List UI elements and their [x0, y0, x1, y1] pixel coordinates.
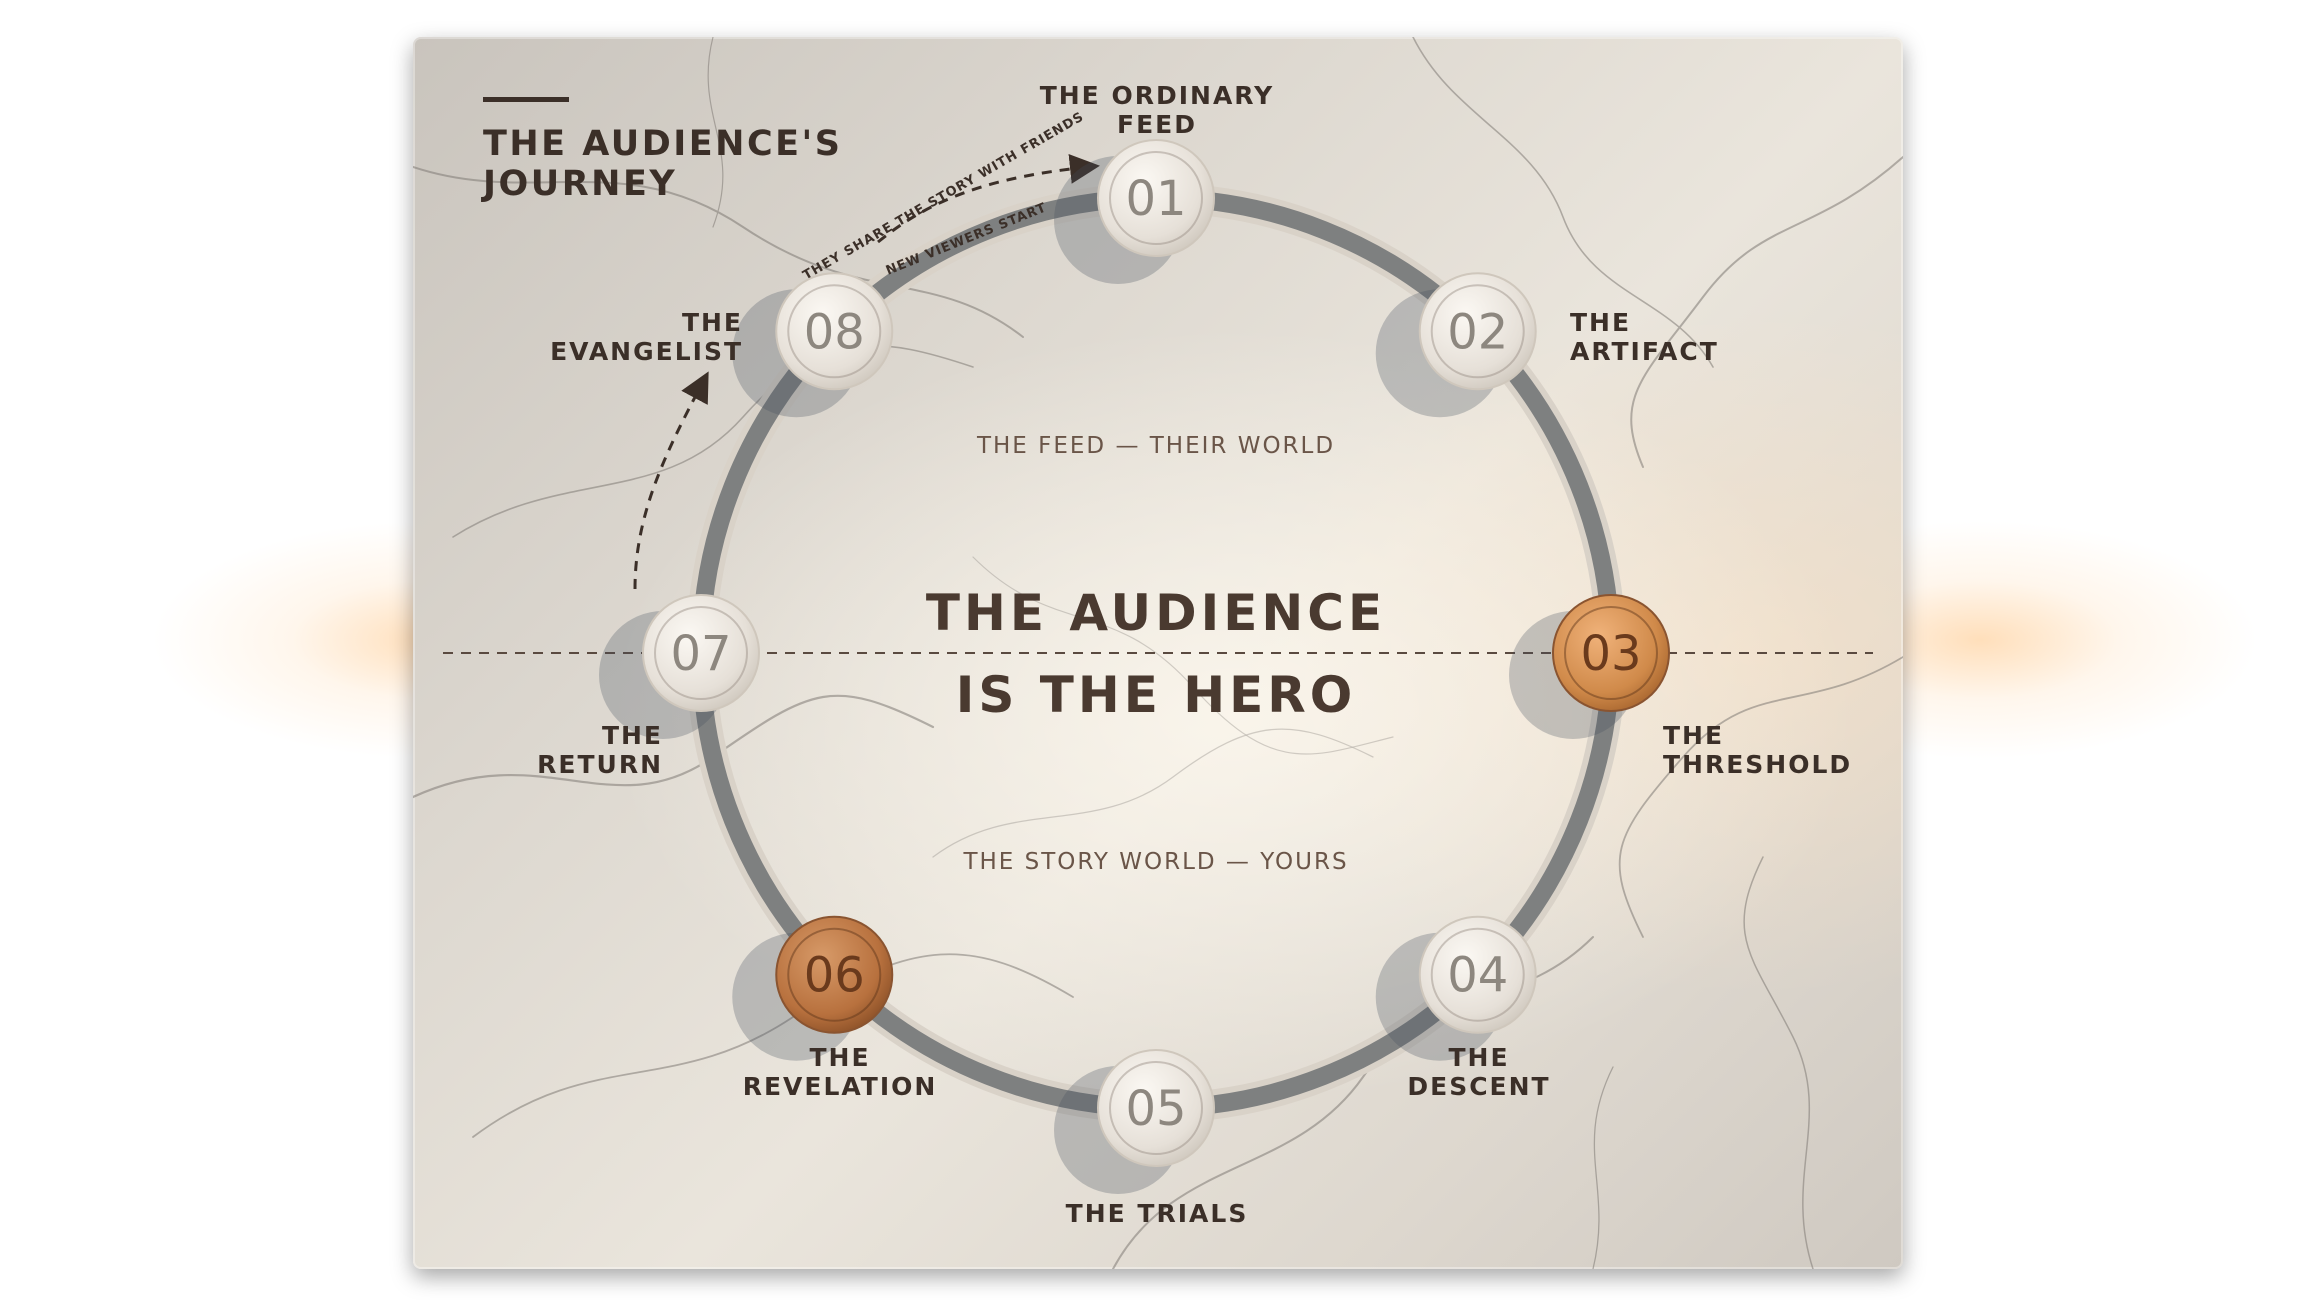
title-line-2: JOURNEY	[483, 164, 678, 205]
center-title-line-2: IS THE HERO	[955, 666, 1357, 724]
stage-disc-face	[642, 594, 760, 712]
title-accent-bar	[483, 97, 569, 102]
stage-disc-face	[1418, 915, 1537, 1034]
stage-number-08: 08	[804, 304, 865, 360]
stage-disc-face	[1418, 272, 1537, 391]
stage-disc-face	[775, 272, 894, 391]
stage-number-03: 03	[1580, 626, 1641, 682]
stage-disc-02: 02	[1375, 272, 1537, 418]
stage-disc-03: 03	[1509, 594, 1670, 739]
diagram-canvas: THEY SHARE THE STORY WITH FRIENDS NEW VI…	[413, 37, 1903, 1269]
stage-disc-05: 05	[1054, 1049, 1215, 1194]
loop-arrow	[877, 153, 1100, 244]
stage-disc-06: 06	[732, 915, 894, 1061]
stage-disc-08: 08	[732, 272, 894, 418]
stage-number-06: 06	[804, 948, 865, 1004]
stage-label-05: THE TRIALS	[1065, 1199, 1249, 1228]
stage-number-05: 05	[1125, 1081, 1186, 1137]
title-line-1: THE AUDIENCE'S	[483, 124, 843, 164]
stage-number-04: 04	[1447, 948, 1508, 1004]
stage-disc-inner-ring	[654, 606, 748, 700]
stage-disc-inner-ring	[1430, 284, 1525, 379]
return-arrow	[633, 371, 709, 590]
stage-disc-01: 01	[1054, 139, 1215, 284]
stage-disc-inner-ring	[1109, 1061, 1203, 1155]
marble-veins	[413, 37, 1903, 1269]
stage-disc-inner-ring	[787, 284, 882, 379]
stage-discs: 01 02 03 04 05 06 07 08	[599, 139, 1670, 1194]
stage-disc-inner-ring	[1109, 151, 1203, 245]
stage-disc-face	[1097, 139, 1215, 257]
center-title-line-1: THE AUDIENCE	[925, 584, 1387, 642]
stage-disc-inner-ring	[787, 927, 882, 1022]
zone-upper-label: THE FEED — THEIR WORLD	[976, 433, 1336, 459]
stage-number-07: 07	[670, 626, 731, 682]
marble-board: THEY SHARE THE STORY WITH FRIENDS NEW VI…	[413, 37, 1903, 1269]
stage-disc-face	[775, 915, 894, 1034]
stage-disc-inner-ring	[1564, 606, 1658, 700]
stage-number-01: 01	[1125, 171, 1186, 227]
diagram-title: THE AUDIENCE'S JOURNEY	[483, 124, 843, 205]
stage-disc-07: 07	[599, 594, 760, 739]
stage-disc-face	[1097, 1049, 1215, 1167]
stage-disc-face	[1552, 594, 1670, 712]
stage-disc-04: 04	[1375, 915, 1537, 1061]
zone-lower-label: THE STORY WORLD — YOURS	[963, 849, 1349, 875]
stage-number-02: 02	[1447, 304, 1508, 360]
stage-disc-inner-ring	[1430, 927, 1525, 1022]
